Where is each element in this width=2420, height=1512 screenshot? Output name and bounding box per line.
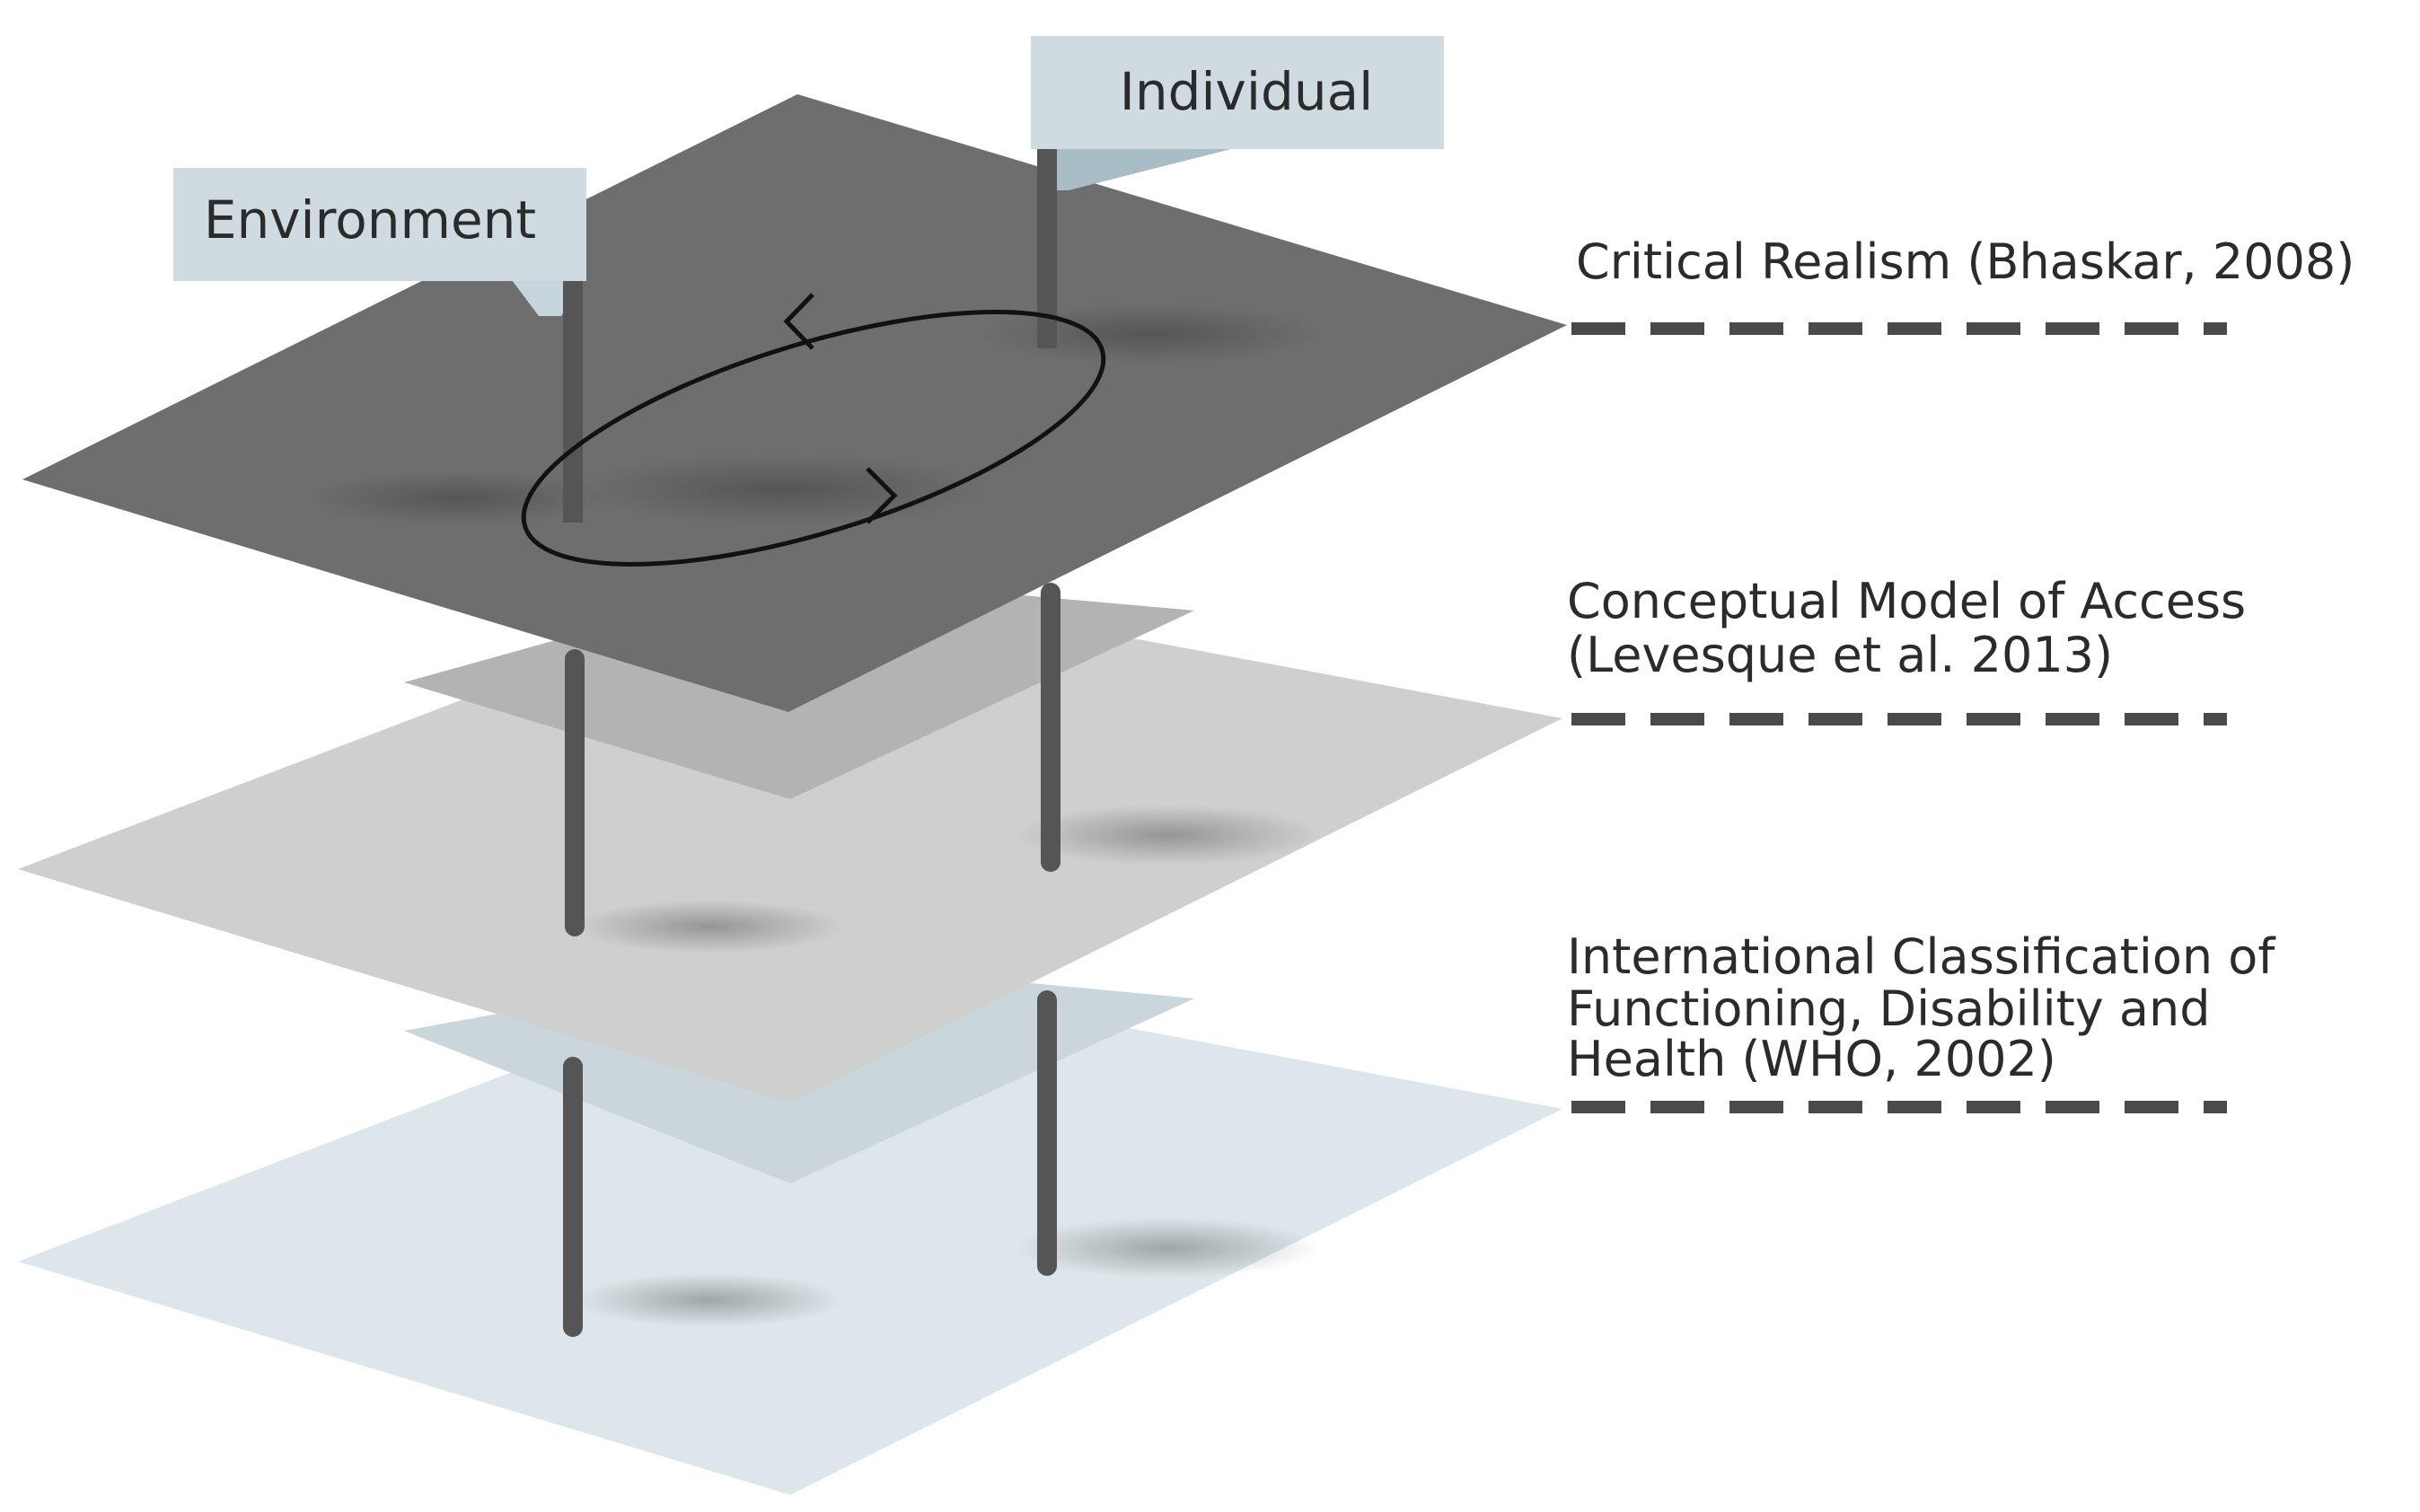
label-line: Critical Realism (Bhaskar, 2008) [1576,233,2354,290]
pole-shadow [575,453,988,525]
pole-shadow [1015,804,1320,866]
label-line: (Levesque et al. 2013) [1567,627,2113,683]
label-line: International Classification of [1567,928,2276,985]
label-icf: International Classification of Function… [1567,928,2276,1113]
pole-shadow [575,1273,844,1327]
plane-conceptual-model [18,575,1562,1103]
environment-flag-group: Environment [173,168,586,523]
loop-arrow-left-icon [783,293,814,350]
pole-shadow [1015,1218,1320,1279]
label-line: Functioning, Disability and [1567,980,2211,1037]
loop-arrow-right-icon [866,467,898,524]
interaction-loop [521,293,1106,567]
environment-flag [173,168,586,281]
individual-flag-label: Individual [1120,61,1373,122]
loop-ellipse [521,310,1106,567]
layer-labels: Critical Realism (Bhaskar, 2008) Concept… [1567,233,2354,1113]
individual-flag-group: Individual [1031,36,1444,348]
label-critical-realism: Critical Realism (Bhaskar, 2008) [1571,233,2354,335]
plane-icf [18,965,1562,1495]
label-line: Health (WHO, 2002) [1567,1031,2056,1087]
label-line: Conceptual Model of Access [1567,573,2246,629]
plane-critical-realism [22,94,1567,712]
pole-shadow [575,900,844,954]
individual-flag-tail [1042,148,1235,190]
individual-flag [1031,36,1444,149]
environment-flag-label: Environment [204,189,536,251]
label-conceptual-model: Conceptual Model of Access (Levesque et … [1567,573,2246,725]
